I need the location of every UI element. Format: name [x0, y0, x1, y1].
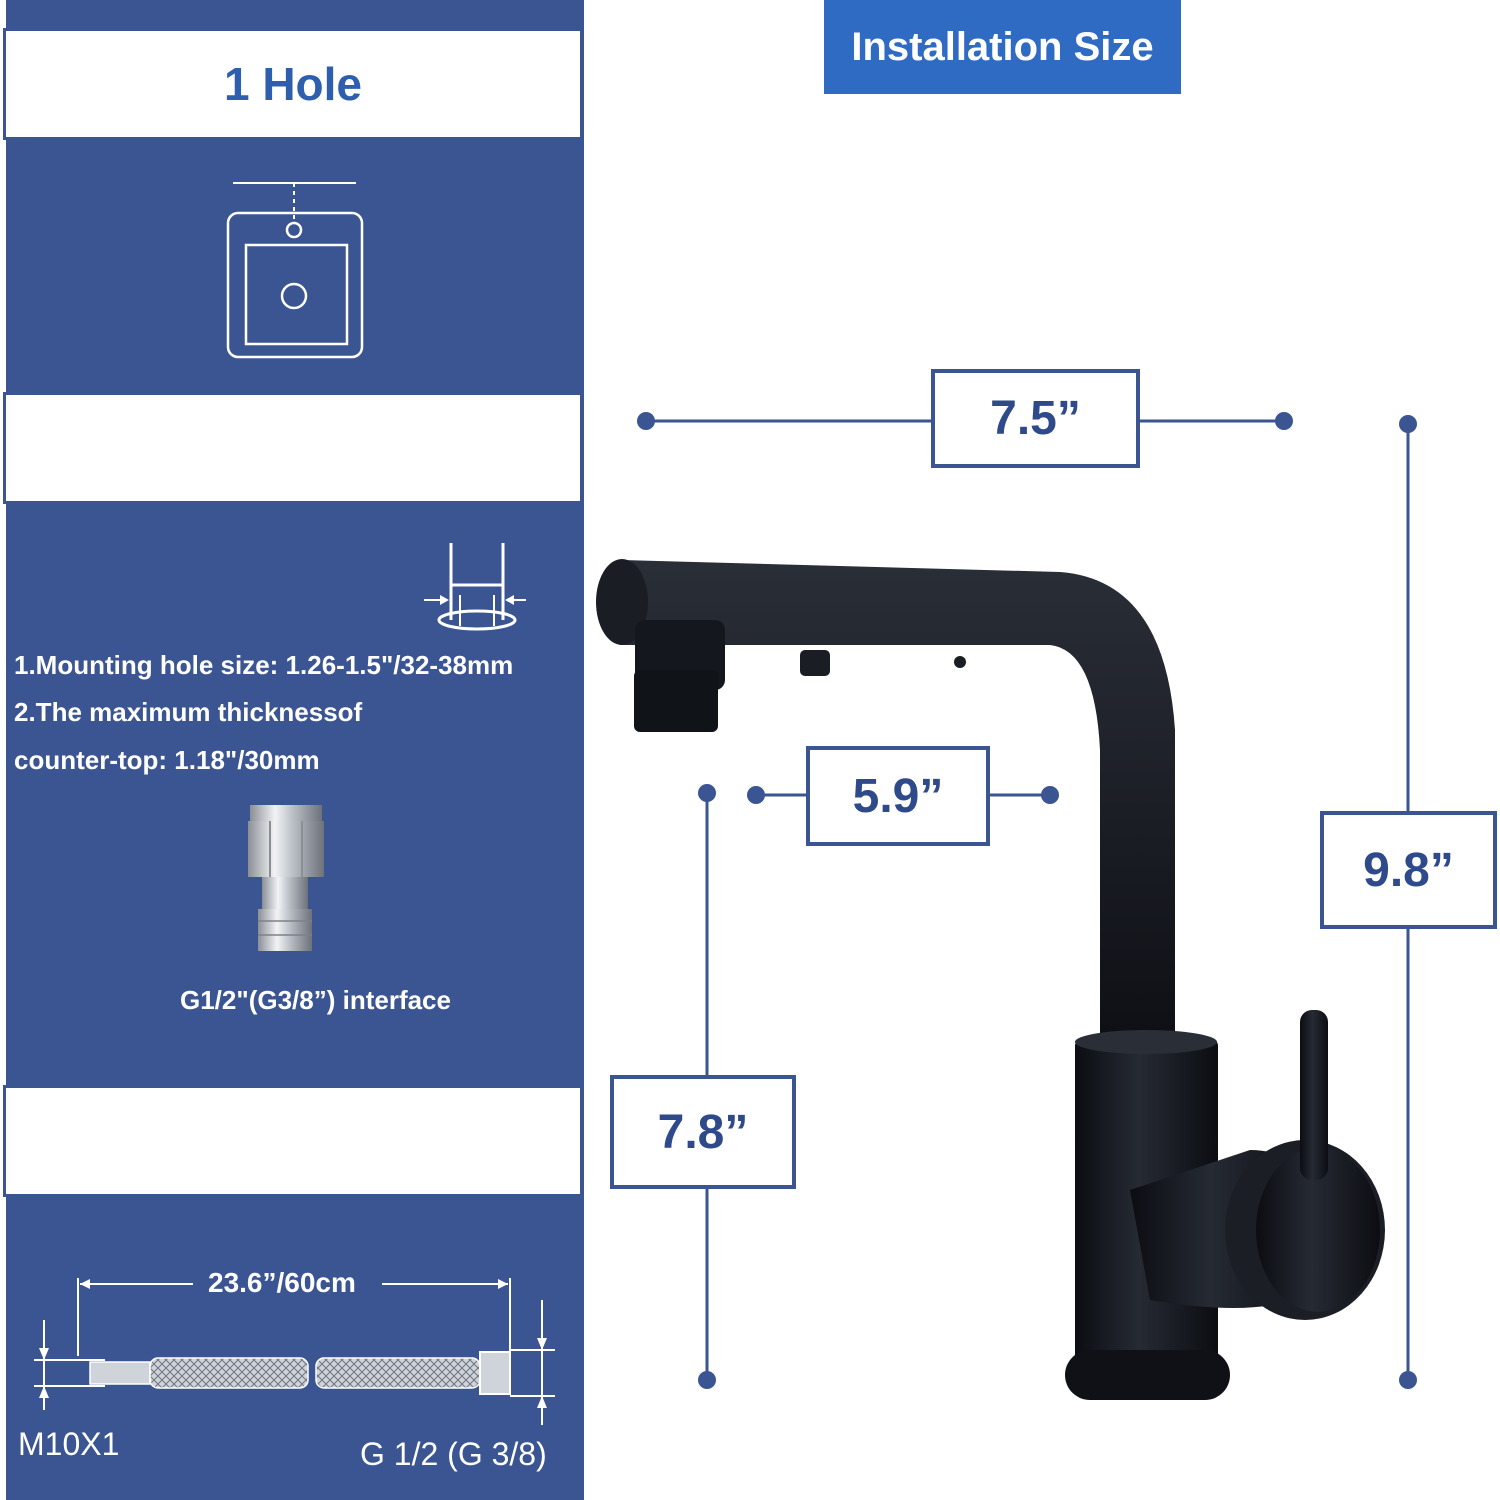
hose-left-thread-label: M10X1 [18, 1426, 120, 1462]
hose-connector-icon [248, 805, 324, 951]
installation-size-badge: Installation Size [824, 0, 1181, 94]
total-height-dimension: 9.8” [1320, 811, 1497, 929]
spec-mounting-hole: 1.Mounting hole size: 1.26-1.5"/32-38mm [14, 650, 514, 680]
hole-count-title: 1 Hole [3, 28, 583, 140]
blank-banner-2 [3, 1085, 583, 1197]
blank-banner-1 [3, 392, 583, 504]
braided-hose-icon [34, 1278, 555, 1425]
aerator-reach-dimension: 5.9” [806, 746, 990, 846]
spout-reach-dimension: 7.5” [931, 369, 1140, 468]
hose-length-label: 23.6”/60cm [208, 1267, 356, 1298]
spec-thickness-value: counter-top: 1.18"/30mm [14, 745, 320, 775]
faucet-product [596, 559, 1385, 1400]
spout-height-dimension: 7.8” [610, 1075, 796, 1189]
interface-label: G1/2"(G3/8”) interface [180, 985, 451, 1015]
sink-one-hole-icon [226, 182, 364, 359]
spec-panel [6, 0, 584, 1500]
spec-thickness: 2.The maximum thicknessof [14, 697, 363, 727]
hose-right-thread-label: G 1/2 (G 3/8) [360, 1436, 547, 1472]
mounting-hole-icon [424, 543, 526, 631]
